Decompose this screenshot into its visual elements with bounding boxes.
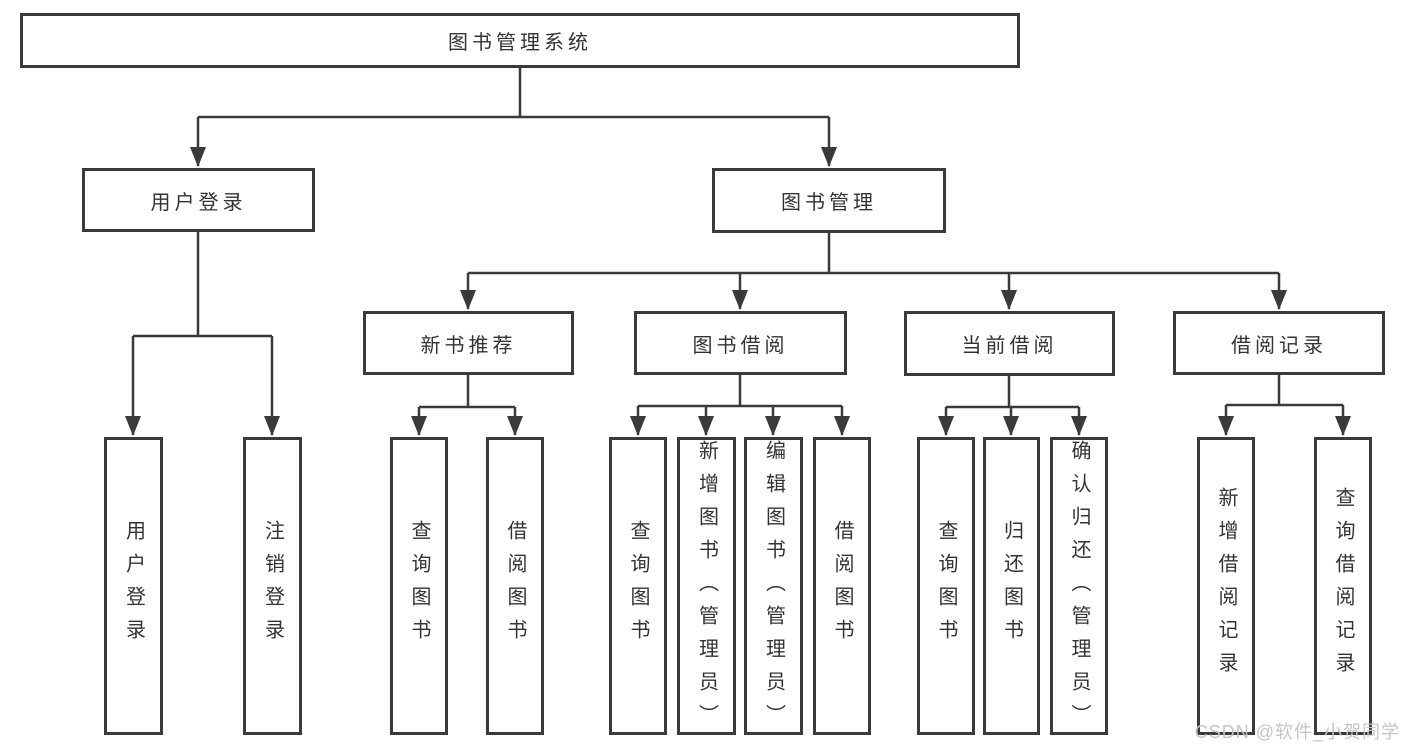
leaf-recommend-borrow-books-label: 借阅图书 bbox=[504, 520, 526, 652]
leaf-add-book-admin: 新增图书（管理员） bbox=[677, 437, 736, 737]
node-root-system: 图书管理系统 bbox=[20, 13, 1020, 68]
leaf-current-query-books-label: 查询图书 bbox=[935, 520, 957, 652]
leaf-borrow-query-books-label: 查询图书 bbox=[627, 520, 649, 652]
leaf-edit-book-admin: 编辑图书（管理员） bbox=[744, 437, 803, 737]
leaf-logout-login: 注销登录 bbox=[243, 437, 302, 735]
leaf-return-book: 归还图书 bbox=[983, 437, 1040, 735]
leaf-recommend-borrow-books: 借阅图书 bbox=[486, 437, 544, 735]
leaf-add-borrow-record: 新增借阅记录 bbox=[1197, 437, 1255, 735]
node-book-management: 图书管理 bbox=[712, 168, 946, 233]
leaf-return-book-label: 归还图书 bbox=[1000, 520, 1023, 652]
leaf-query-borrow-record: 查询借阅记录 bbox=[1314, 437, 1372, 735]
leaf-add-borrow-record-label: 新增借阅记录 bbox=[1215, 487, 1237, 685]
node-book-borrow: 图书借阅 bbox=[634, 311, 847, 375]
node-current-borrow: 当前借阅 bbox=[904, 311, 1115, 376]
leaf-borrow-borrow-books: 借阅图书 bbox=[813, 437, 871, 735]
node-current-borrow-label: 当前借阅 bbox=[961, 335, 1058, 357]
leaf-user-login-label: 用户登录 bbox=[122, 520, 145, 652]
node-borrow-records-label: 借阅记录 bbox=[1231, 334, 1327, 357]
leaf-edit-book-admin-label: 编辑图书（管理员） bbox=[762, 440, 785, 737]
connector-borrowrecords-to-leaves bbox=[1218, 375, 1351, 436]
leaf-confirm-return-admin-label: 确认归还（管理员） bbox=[1068, 440, 1090, 737]
node-new-book-recommend: 新书推荐 bbox=[363, 311, 574, 375]
connector-newbook-to-leaves bbox=[411, 375, 523, 436]
leaf-user-login: 用户登录 bbox=[104, 437, 163, 735]
connector-root-to-level2 bbox=[190, 68, 837, 167]
node-root-label: 图书管理系统 bbox=[448, 32, 592, 54]
connector-bookmanagement-to-level3 bbox=[460, 233, 1287, 310]
leaf-add-book-admin-label: 新增图书（管理员） bbox=[695, 440, 718, 737]
node-book-borrow-label: 图书借阅 bbox=[692, 334, 789, 357]
leaf-current-query-books: 查询图书 bbox=[917, 437, 975, 735]
node-user-login: 用户登录 bbox=[82, 168, 315, 232]
node-user-login-label: 用户登录 bbox=[150, 191, 247, 214]
leaf-borrow-borrow-books-label: 借阅图书 bbox=[831, 520, 853, 652]
node-book-management-label: 图书管理 bbox=[781, 192, 877, 214]
csdn-watermark: CSDN @软件_小贺同学 bbox=[1194, 722, 1400, 742]
leaf-query-borrow-record-label: 查询借阅记录 bbox=[1332, 487, 1354, 685]
leaf-recommend-query-books: 查询图书 bbox=[390, 437, 448, 735]
leaf-borrow-query-books: 查询图书 bbox=[609, 437, 667, 735]
connector-bookborrow-to-leaves bbox=[630, 375, 850, 436]
connector-userlogin-to-leaves bbox=[125, 232, 280, 436]
node-borrow-records: 借阅记录 bbox=[1173, 311, 1385, 375]
leaf-recommend-query-books-label: 查询图书 bbox=[408, 520, 430, 652]
connector-currentborrow-to-leaves bbox=[938, 375, 1087, 436]
leaf-confirm-return-admin: 确认归还（管理员） bbox=[1050, 437, 1108, 737]
leaf-logout-login-label: 注销登录 bbox=[261, 520, 284, 652]
node-new-book-recommend-label: 新书推荐 bbox=[420, 334, 517, 357]
